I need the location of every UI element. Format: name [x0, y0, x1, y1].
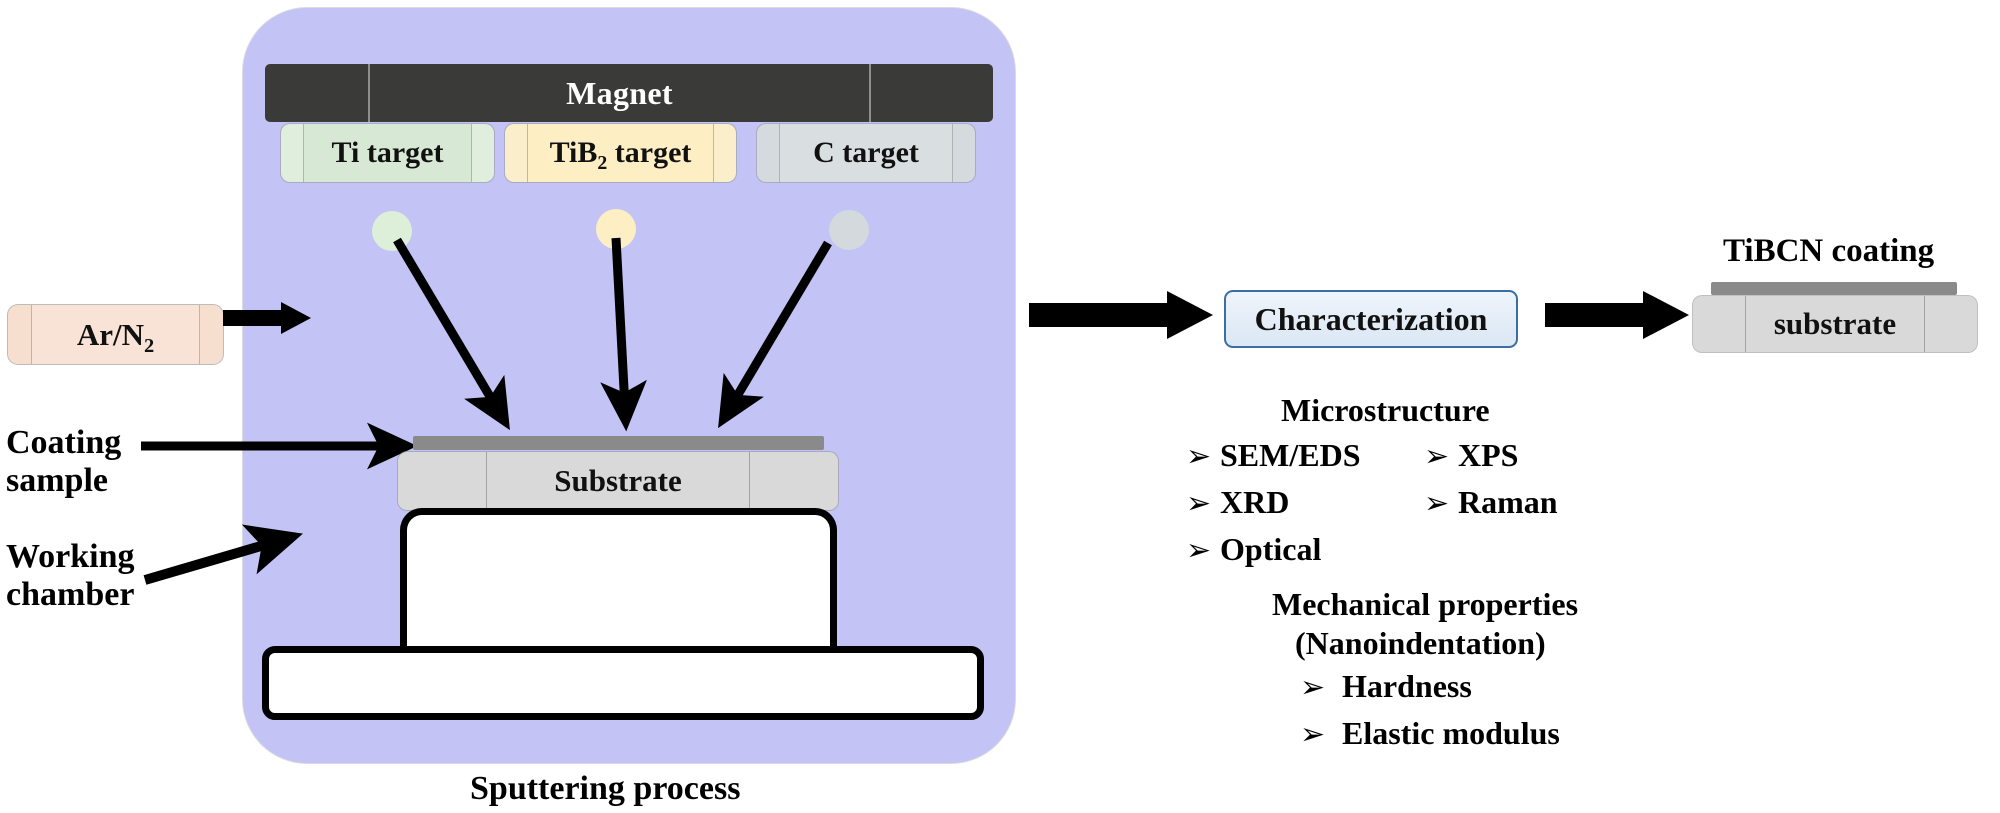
characterization-box[interactable]: Characterization: [1224, 290, 1518, 348]
tib2-target-cap-left: [505, 124, 527, 182]
arrow-bullet-icon: ➢: [1186, 486, 1212, 521]
c-particle-icon: [829, 210, 869, 250]
stage-base: [262, 646, 984, 720]
microstructure-list-left: ➢ SEM/EDS ➢ XRD ➢ Optical: [1186, 437, 1360, 578]
magnet-segment-center: Magnet: [370, 64, 871, 122]
block-arrow-to-product: [1545, 291, 1689, 339]
ti-target-cap-right: [472, 124, 494, 182]
tib2-particle-icon: [596, 209, 636, 249]
arrow-bullet-icon: ➢: [1186, 439, 1212, 474]
list-item: ➢ SEM/EDS: [1186, 437, 1360, 474]
working-chamber-label: Working chamber: [6, 538, 135, 614]
c-target-box: C target: [757, 124, 975, 182]
tibcn-coating-label: TiBCN coating: [1723, 233, 1935, 269]
gas-inlet-core: Ar/N2: [31, 305, 200, 364]
list-item-label: Hardness: [1342, 668, 1472, 704]
arrow-bullet-icon: ➢: [1424, 439, 1450, 474]
arrow-bullet-icon: ➢: [1300, 717, 1326, 752]
tib2-target-core: TiB2 target: [527, 124, 714, 182]
gas-inlet-cap-left: [8, 305, 31, 364]
list-item: ➢ Elastic modulus: [1300, 715, 1560, 752]
tib2-target-box: TiB2 target: [505, 124, 736, 182]
product-substrate-cap-left: [1693, 296, 1745, 352]
gas-inlet-label: Ar/N2: [76, 316, 155, 357]
coating-film-strip: [413, 436, 824, 450]
list-item: ➢ Hardness: [1300, 668, 1560, 705]
c-target-cap-left: [757, 124, 779, 182]
substrate-cap-right: [750, 452, 838, 510]
list-item-label: XPS: [1458, 437, 1519, 473]
ti-target-cap-left: [281, 124, 303, 182]
arrow-bullet-icon: ➢: [1186, 533, 1212, 568]
c-target-label: C target: [813, 136, 919, 169]
product-substrate-block: substrate: [1693, 296, 1977, 352]
sputtering-process-caption: Sputtering process: [470, 770, 741, 807]
list-item-label: Raman: [1458, 484, 1558, 520]
gas-inlet-cap-right: [200, 305, 223, 364]
magnet-label: Magnet: [566, 74, 673, 111]
arrow-bullet-icon: ➢: [1424, 486, 1450, 521]
gas-inlet-box: Ar/N2: [8, 305, 223, 364]
ti-particle-icon: [372, 211, 412, 251]
mechanical-properties-subheading: (Nanoindentation): [1295, 625, 1546, 661]
list-item-label: Optical: [1220, 531, 1322, 567]
arrow-bullet-icon: ➢: [1300, 670, 1326, 705]
characterization-label: Characterization: [1254, 300, 1488, 337]
product-substrate-label: substrate: [1773, 306, 1897, 341]
product-substrate-core: substrate: [1745, 296, 1925, 352]
ti-target-box: Ti target: [281, 124, 494, 182]
c-target-core: C target: [779, 124, 953, 182]
c-target-cap-right: [953, 124, 975, 182]
list-item-label: SEM/EDS: [1220, 437, 1361, 473]
product-coating-film: [1711, 282, 1957, 295]
magnet-segment-right: [871, 64, 993, 122]
microstructure-list-right: ➢ XPS ➢ Raman: [1424, 437, 1558, 531]
mechanical-properties-list: ➢ Hardness ➢ Elastic modulus: [1300, 668, 1560, 762]
list-item: ➢ XRD: [1186, 484, 1360, 521]
magnet-bar: Magnet: [265, 64, 993, 122]
mechanical-properties-heading: Mechanical properties: [1272, 586, 1579, 622]
block-arrow-to-characterization: [1029, 291, 1213, 339]
substrate-core: Substrate: [486, 452, 750, 510]
list-item: ➢ Optical: [1186, 531, 1360, 568]
tib2-target-cap-right: [714, 124, 736, 182]
list-item-label: Elastic modulus: [1342, 715, 1560, 751]
coating-sample-label: Coating sample: [6, 424, 122, 500]
gas-flow-arrow: [223, 302, 311, 334]
list-item-label: XRD: [1220, 484, 1290, 520]
substrate-cap-left: [398, 452, 486, 510]
substrate-block: Substrate: [398, 452, 838, 510]
substrate-label: Substrate: [554, 463, 682, 498]
list-item: ➢ Raman: [1424, 484, 1558, 521]
stage-column: [400, 508, 837, 656]
magnet-segment-left: [265, 64, 370, 122]
tib2-target-label: TiB2 target: [549, 136, 692, 174]
product-substrate-cap-right: [1925, 296, 1977, 352]
ti-target-core: Ti target: [303, 124, 472, 182]
list-item: ➢ XPS: [1424, 437, 1558, 474]
ti-target-label: Ti target: [331, 136, 444, 169]
microstructure-heading: Microstructure: [1281, 392, 1490, 428]
